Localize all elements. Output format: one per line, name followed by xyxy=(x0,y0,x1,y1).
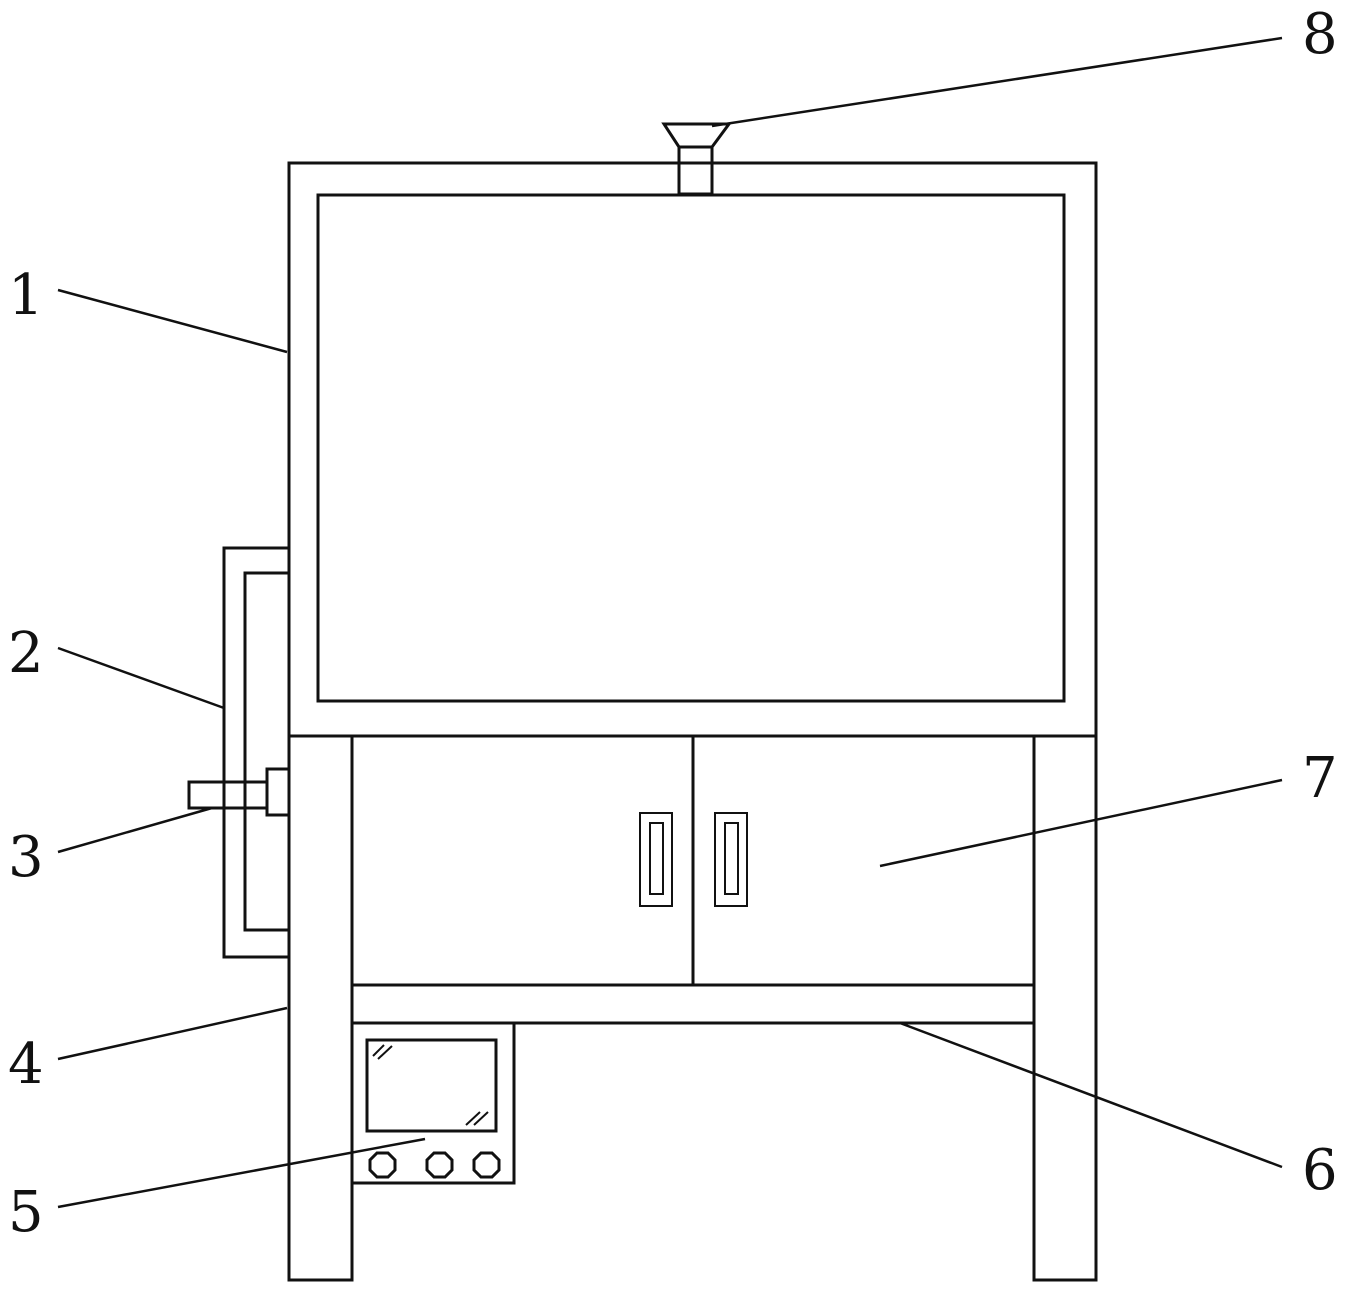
callout-3: 3 xyxy=(8,825,44,890)
control-knob-1 xyxy=(368,1151,397,1179)
pipe-outer-wall xyxy=(222,546,289,959)
leader-line-4 xyxy=(57,1006,288,1061)
control-knob-2 xyxy=(425,1151,454,1179)
pipe-inner-wall xyxy=(243,571,289,932)
callout-7: 7 xyxy=(1302,746,1338,811)
hopper-funnel xyxy=(661,122,732,149)
storage-cabinet xyxy=(639,736,748,985)
callout-1: 1 xyxy=(8,263,44,328)
right-door-handle xyxy=(714,812,748,907)
callout-2: 2 xyxy=(8,621,44,686)
cross-beam xyxy=(350,983,1036,1025)
callout-6: 6 xyxy=(1302,1138,1338,1203)
feed-hopper xyxy=(661,122,732,196)
housing xyxy=(287,161,1098,738)
callout-4: 4 xyxy=(8,1032,44,1097)
control-box xyxy=(350,1021,516,1185)
control-knob-3 xyxy=(472,1151,501,1179)
right-handle-outer xyxy=(714,812,748,907)
leader-line-5 xyxy=(57,1137,426,1209)
outlet-valve xyxy=(187,767,291,817)
leader-line-7 xyxy=(879,778,1283,868)
right-leg xyxy=(1032,734,1098,1282)
leader-line-3 xyxy=(57,806,213,854)
hopper-neck xyxy=(677,145,714,196)
left-handle-bar xyxy=(649,822,664,895)
callout-5: 5 xyxy=(8,1180,44,1245)
leader-lines xyxy=(57,36,1283,1209)
screen-glare-top-a xyxy=(372,1044,385,1057)
left-door-handle xyxy=(639,812,673,907)
leader-line-2 xyxy=(57,646,225,710)
leader-line-8 xyxy=(711,36,1283,128)
valve-flange xyxy=(265,767,291,817)
leader-line-1 xyxy=(57,288,288,354)
left-leg xyxy=(287,734,354,1282)
left-handle-outer xyxy=(639,812,673,907)
control-box-body xyxy=(350,1021,516,1185)
screen-glare-top-b xyxy=(377,1045,393,1060)
screen-glare-bottom-b xyxy=(473,1111,489,1126)
callout-8: 8 xyxy=(1302,2,1338,67)
valve-spout xyxy=(187,780,269,810)
screen-glare-bottom-a xyxy=(465,1111,481,1126)
leader-line-6 xyxy=(899,1021,1283,1169)
right-handle-bar xyxy=(724,822,739,895)
display-screen xyxy=(365,1038,498,1133)
housing-outer-frame xyxy=(287,161,1098,738)
housing-inner-panel xyxy=(316,193,1066,703)
callout-labels: 1 2 3 4 5 6 7 8 xyxy=(8,2,1338,1245)
side-pipe xyxy=(222,546,289,959)
